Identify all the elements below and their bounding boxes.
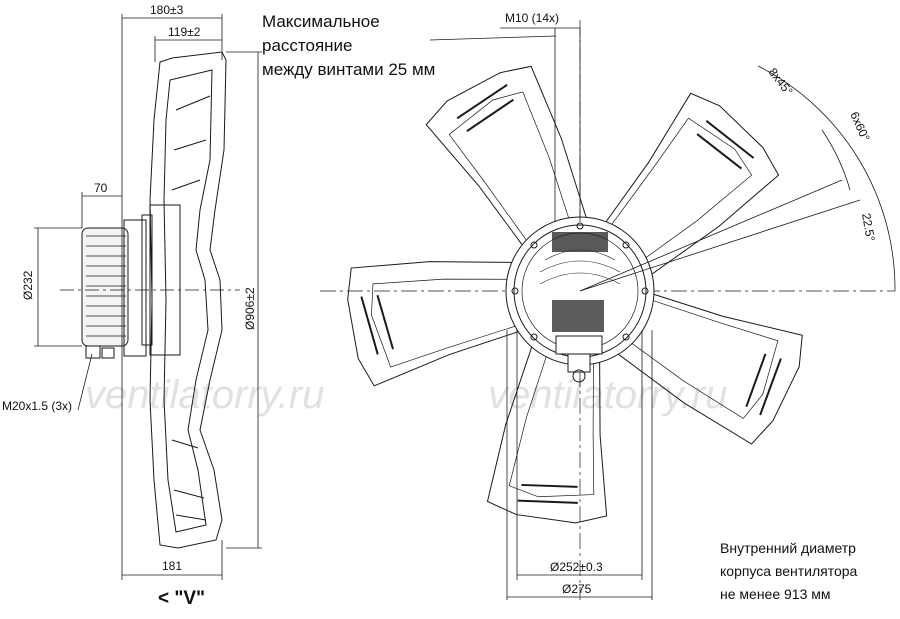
- dim-bottom-width: 181: [162, 559, 182, 573]
- max-distance-line-1: Максимальное: [262, 12, 380, 31]
- dim-angle-6x60: 6x60°: [847, 110, 872, 144]
- housing-line-1: Внутренний диаметр: [720, 540, 856, 556]
- front-view: [320, 20, 895, 600]
- watermark-right: ventilatorry.ru: [488, 373, 727, 417]
- mounting-holes: [511, 222, 649, 341]
- side-hub: [149, 204, 181, 356]
- dim-motor-diameter: Ø232: [21, 270, 35, 300]
- dim-bolt-circle-1: Ø252±0.3: [550, 560, 603, 574]
- dim-motor-depth: 70: [94, 181, 108, 195]
- watermark: ventilatorry.ru ventilatorry.ru: [85, 373, 727, 417]
- housing-line-3: не менее 913 мм: [720, 586, 831, 602]
- side-dimension-texts: 180±3 119±2 70 Ø232 M20x1.5 (3x) Ø906±2 …: [2, 3, 257, 573]
- side-blade-outline: [149, 51, 227, 549]
- max-distance-line-2: расстояние: [262, 36, 353, 55]
- front-dimensions: [429, 27, 896, 600]
- dim-angle-8x45: 8x45°: [766, 65, 796, 98]
- side-blade-inner: [163, 69, 213, 533]
- dim-bolt-circle-2: Ø275: [562, 582, 592, 596]
- cable-gland: [101, 347, 115, 359]
- dim-overall-depth: 180±3: [150, 3, 184, 17]
- side-view: [60, 51, 240, 549]
- view-label: < "V": [158, 588, 206, 609]
- cable-gland: [85, 345, 101, 359]
- dim-cable-gland: M20x1.5 (3x): [2, 399, 72, 413]
- housing-note: Внутренний диаметр корпуса вентилятора н…: [720, 537, 857, 606]
- side-blade-detail: [171, 95, 211, 521]
- side-motor-fins: [86, 235, 126, 337]
- dim-hub-depth: 119±2: [168, 25, 201, 39]
- side-motor-plate: [123, 219, 147, 357]
- terminal-box: [555, 335, 603, 383]
- fan-blade: [609, 288, 803, 445]
- watermark-left: ventilatorry.ru: [85, 373, 324, 417]
- motor-nameplate: [552, 300, 604, 332]
- side-motor-body: [81, 227, 129, 347]
- dim-thread: M10 (14x): [505, 11, 559, 25]
- dim-angle-22-5: 22.5°: [859, 212, 878, 242]
- dim-blade-diameter: Ø906±2: [243, 287, 257, 330]
- fan-blade: [486, 337, 608, 524]
- fan-blade: [347, 261, 536, 387]
- side-dimensions: [34, 14, 262, 580]
- side-hub-flange: [141, 214, 153, 346]
- housing-line-2: корпуса вентилятора: [720, 563, 858, 579]
- max-distance-note: Максимальное расстояние между винтами 25…: [262, 10, 435, 82]
- max-distance-line-3: между винтами 25 мм: [262, 60, 436, 79]
- hub-cooling-pattern: [539, 232, 621, 285]
